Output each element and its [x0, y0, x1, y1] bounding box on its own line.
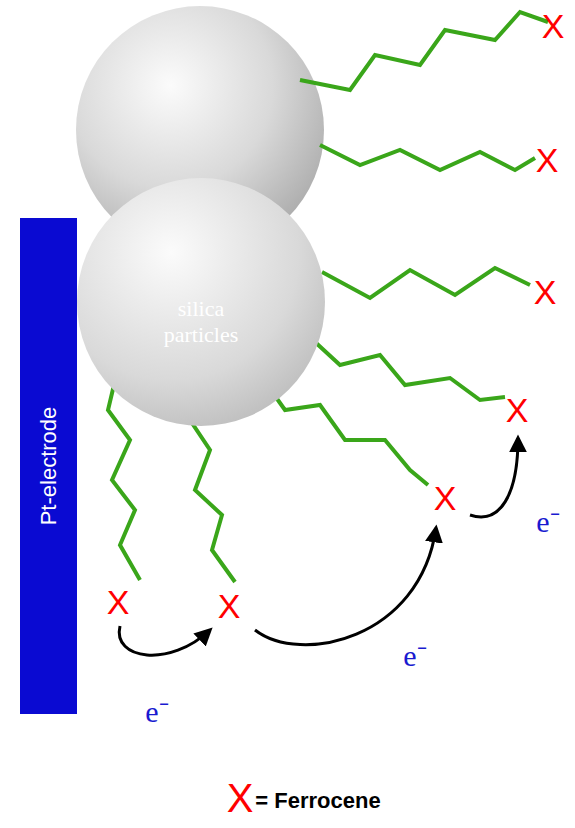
legend-symbol: X — [227, 776, 254, 821]
ferrocene-marker: X — [536, 141, 559, 180]
ferrocene-marker: X — [506, 391, 529, 430]
electron-hop-arrows — [119, 438, 518, 655]
electron-label: e⁻ — [536, 500, 559, 541]
ferrocene-marker: X — [107, 583, 130, 622]
legend-text: = Ferrocene — [255, 788, 380, 814]
electron-label: e⁻ — [145, 690, 168, 731]
ferrocene-marker: X — [434, 479, 457, 518]
ferrocene-marker: X — [542, 7, 565, 46]
electrode-bar: Pt-electrode — [20, 218, 77, 714]
ferrocene-marker: X — [218, 587, 241, 626]
node-label: Pt-electrode — [36, 407, 62, 526]
ferrocene-marker: X — [534, 273, 557, 312]
silica-sphere: silica particles — [77, 178, 325, 426]
electron-label: e⁻ — [403, 634, 426, 675]
node-label: silica particles — [151, 296, 251, 348]
